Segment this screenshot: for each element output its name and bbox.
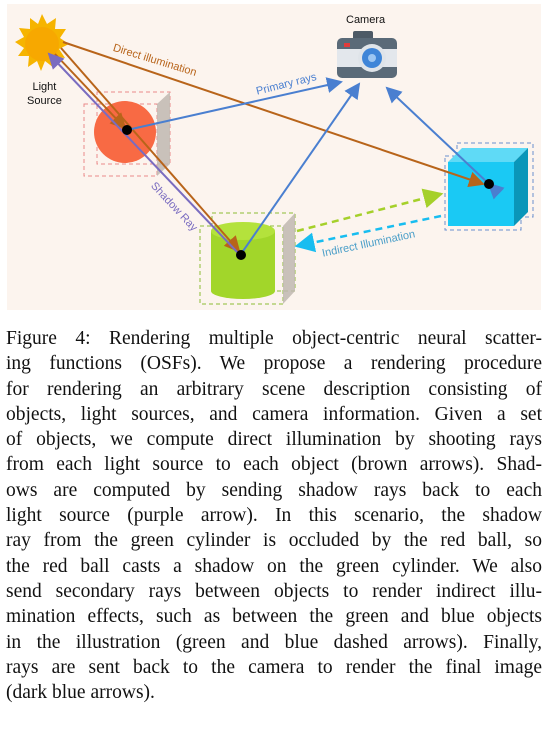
light-source-label: Light Source (27, 81, 62, 107)
caption-line: mination effects, such as between the gr… (6, 606, 542, 628)
caption-line: rays are sent back to the camera to rend… (6, 656, 542, 678)
figure-svg (15, 14, 534, 305)
caption-line: light source (purple arrow). In this sce… (6, 505, 542, 527)
caption-line: ows are computed by sending shadow rays … (6, 479, 542, 501)
caption-line: for rendering an arbitrary scene descrip… (6, 378, 542, 400)
blue-cube-point (484, 179, 494, 189)
green-cylinder-point (236, 250, 246, 260)
red-sphere-point (122, 125, 132, 135)
caption-line: in the illustration (green and blue dash… (6, 631, 542, 653)
indirect-green-arrow (296, 188, 444, 233)
caption-line: ing functions (OSFs). We propose a rende… (6, 353, 542, 375)
caption-line: Figure 4: Rendering multiple object-cent… (6, 328, 542, 349)
indirect-blue-arrow (294, 214, 442, 253)
figure-illustration: Light Source Camera Direct illumination … (7, 4, 541, 310)
caption-line: the red ball casts a shadow on the green… (6, 555, 542, 577)
shadow-ray-arrow (47, 52, 240, 255)
caption-line: send secondary rays between objects to r… (6, 580, 542, 602)
caption-line: ray from the green cylinder is occluded … (6, 530, 542, 552)
caption-line: of objects, we compute direct illuminati… (6, 429, 542, 451)
green-cylinder (199, 212, 296, 305)
caption-line: (dark blue arrows). (6, 682, 155, 704)
primary-ray-arrows (126, 77, 505, 255)
camera-icon (337, 31, 397, 78)
caption-line: objects, light sources, and camera infor… (6, 403, 542, 425)
camera-label: Camera (346, 14, 386, 26)
figure-caption: Figure 4: Rendering multiple object-cent… (6, 326, 542, 705)
caption-line: from each light source to each object (b… (6, 454, 542, 476)
sun-icon (15, 14, 69, 71)
